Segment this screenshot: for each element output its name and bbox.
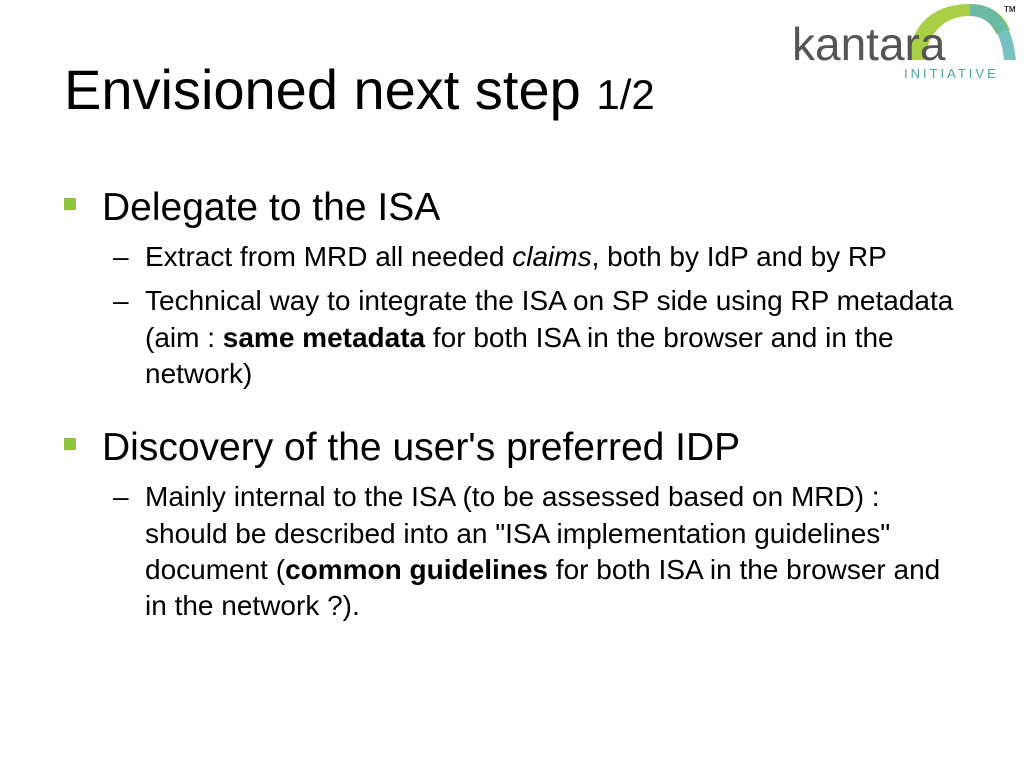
sub-text-part: , both by IdP and by RP [591, 240, 887, 272]
sub-text-part: for both ISA in the browser and in the n… [145, 321, 894, 390]
sub-text-italic: claims [512, 240, 592, 272]
sub-text-part: Technical way to integrate the ISA on SP… [145, 285, 954, 353]
slide-title-text: Envisioned next step [64, 58, 581, 121]
spacer [64, 392, 964, 426]
sub-bullet-item: – Extract from MRD all needed claims, bo… [113, 239, 957, 275]
sub-bullet-item: – Mainly internal to the ISA (to be asse… [113, 479, 957, 625]
logo-arch-teal [970, 4, 1016, 60]
slide-title: Envisioned next step 1/2 [64, 56, 655, 123]
bullet-item: Delegate to the ISA [64, 186, 964, 231]
sub-text-bold: same metadata [222, 321, 426, 353]
square-bullet-icon [64, 438, 76, 451]
sub-text-part: for both ISA in the browser and in the n… [145, 554, 941, 622]
bullet-text: Discovery of the user's preferred IDP [102, 426, 741, 470]
bullet-item: Discovery of the user's preferred IDP [64, 426, 964, 471]
square-bullet-icon [64, 198, 76, 210]
sub-text-part: Mainly internal to the ISA (to be assess… [145, 481, 891, 586]
sub-bullet-item: – Technical way to integrate the ISA on … [113, 283, 957, 392]
kantara-logo: kantara INITIATIVE TM [792, 4, 1016, 81]
logo-wordmark: kantara [792, 18, 946, 70]
slide-pager: 1/2 [596, 71, 655, 118]
dash-bullet-icon: – [113, 285, 129, 317]
bullet-text: Delegate to the ISA [102, 186, 441, 229]
logo-trademark: TM [1004, 5, 1016, 14]
sub-text-bold: common guidelines [285, 554, 549, 586]
dash-bullet-icon: – [113, 481, 129, 513]
sub-text-part: Extract from MRD all needed [145, 240, 513, 272]
dash-bullet-icon: – [113, 240, 129, 272]
slide-content: Delegate to the ISA – Extract from MRD a… [64, 186, 964, 625]
logo-tagline: INITIATIVE [904, 66, 999, 81]
